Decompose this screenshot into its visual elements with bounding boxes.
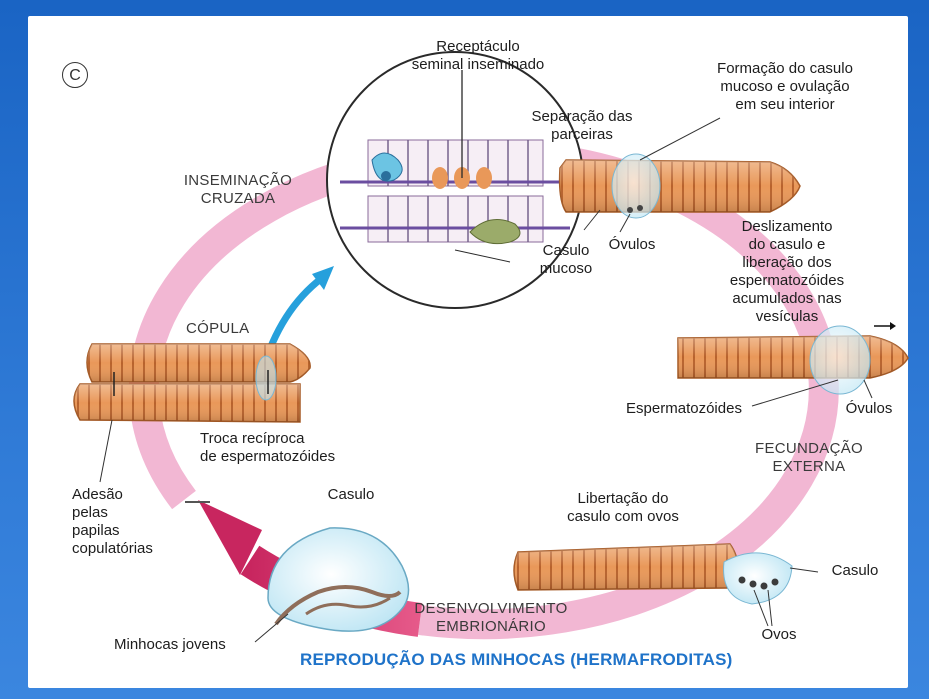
leader-lines <box>99 117 873 483</box>
cycle-arrowhead <box>198 500 262 575</box>
worm-cocoon-release <box>513 543 819 627</box>
label-espermatozoides: Espermatozóides <box>626 400 742 417</box>
worms-copulating <box>73 343 311 423</box>
label-separacao: Separação das parceiras <box>531 108 633 143</box>
label-ovos: Ovos <box>761 626 797 643</box>
label-casulo-mucoso: Casulo mucoso <box>539 242 593 277</box>
worm-separation <box>558 153 801 219</box>
label-receptaculo: Receptáculo seminal inseminado <box>411 38 545 73</box>
label-adesao: Adesão pelas papilas copulatórias <box>72 486 153 557</box>
cocoon-young-worms <box>254 527 410 643</box>
panel-letter: C <box>69 67 81 84</box>
label-ovulos-right: Óvulos <box>845 400 893 417</box>
panel-letter-badge: C <box>62 62 88 88</box>
label-troca: Troca recíproca de espermatozóides <box>200 430 336 465</box>
label-casulo-bottom: Casulo <box>327 486 375 503</box>
label-deslizamento: Deslizamento do casulo e liberação dos e… <box>729 218 845 325</box>
label-ovulos-top: Óvulos <box>608 236 656 253</box>
worm-sliding <box>677 322 909 395</box>
receptacle-inset <box>326 51 584 309</box>
label-minhocas-jovens: Minhocas jovens <box>114 636 226 653</box>
label-libertacao: Libertação do casulo com ovos <box>567 490 679 525</box>
label-desenvolvimento: DESENVOLVIMENTO EMBRIONÁRIO <box>414 600 568 635</box>
figure-title: REPRODUÇÃO DAS MINHOCAS (HERMAFRODITAS) <box>300 650 733 669</box>
label-casulo-right: Casulo <box>831 562 879 579</box>
label-copula: CÓPULA <box>186 320 250 337</box>
label-inseminacao: INSEMINAÇÃO CRUZADA <box>183 172 293 207</box>
label-formacao: Formação do casulo mucoso e ovulação em … <box>717 60 853 113</box>
label-fecundacao: FECUNDAÇÃO EXTERNA <box>754 440 863 475</box>
